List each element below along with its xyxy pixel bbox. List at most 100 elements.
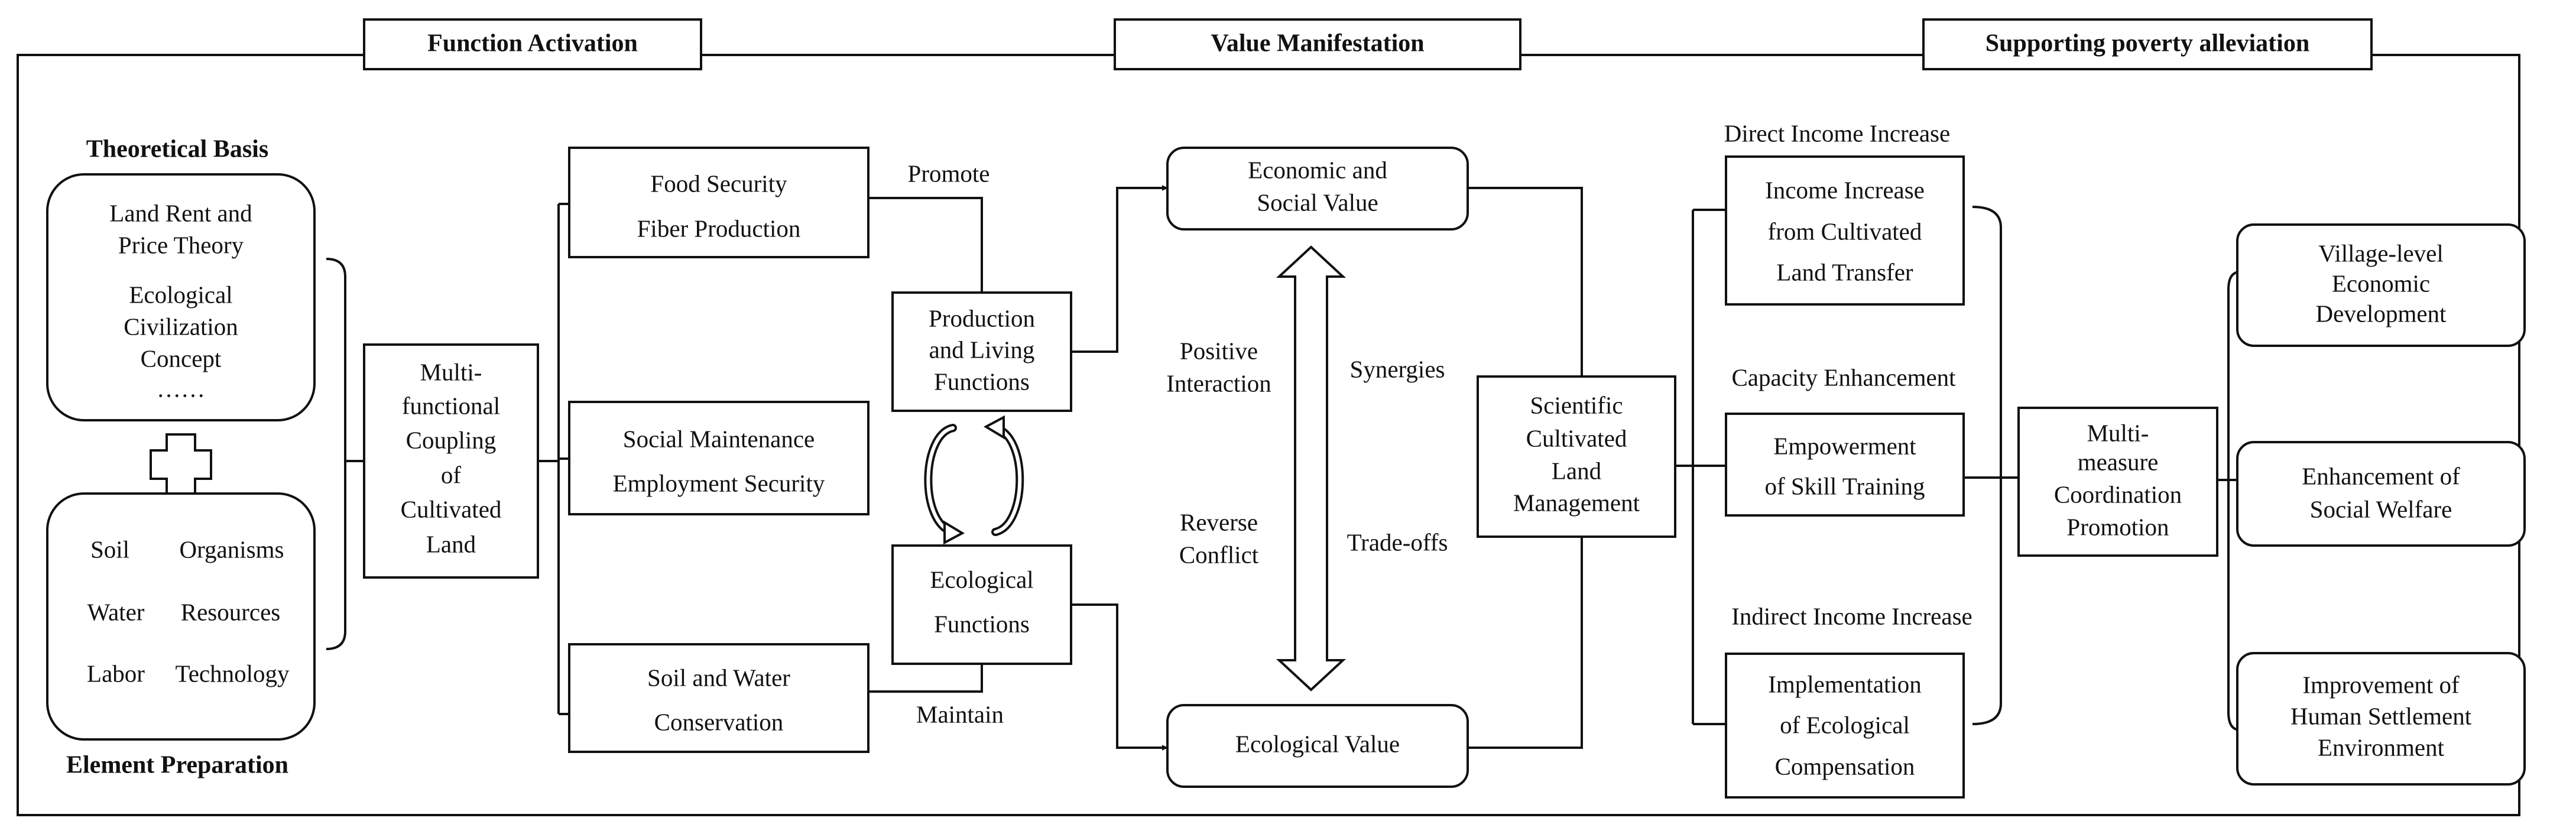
skill-training-box: Empowerment of Skill Training <box>1725 413 1965 517</box>
land-management-box: Scientific Cultivated Land Management <box>1477 375 1676 538</box>
village-development-line: Development <box>2316 300 2447 327</box>
coordination-line: measure <box>2078 448 2159 475</box>
land-transfer-line: Income Increase <box>1765 176 1925 203</box>
production-living-line: Production <box>929 304 1035 332</box>
header-value-manifestation: Value Manifestation <box>1114 18 1521 70</box>
theory-line: Price Theory <box>118 231 244 258</box>
production-living-box: Production and Living Functions <box>891 291 1072 412</box>
promote-connector <box>868 197 983 293</box>
positive-interaction-line: Positive <box>1180 337 1258 364</box>
soil-water-line: Soil and Water <box>647 664 790 691</box>
theory-line: Civilization <box>124 313 238 340</box>
ecological-functions-line: Ecological <box>930 566 1033 593</box>
direct-income-title: Direct Income Increase <box>1724 119 1950 147</box>
social-welfare-line: Social Welfare <box>2310 495 2452 523</box>
coordination-line: Multi- <box>2087 419 2149 446</box>
ecological-compensation-line: of Ecological <box>1780 711 1910 738</box>
village-development-box: Village-level Economic Development <box>2236 223 2526 347</box>
coordination-line: Promotion <box>2066 513 2169 540</box>
human-settlement-line: Improvement of <box>2302 671 2460 698</box>
indirect-income-title: Indirect Income Increase <box>1731 602 1972 629</box>
ecological-compensation-line: Implementation <box>1768 670 1922 697</box>
village-development-line: Village-level <box>2318 239 2444 267</box>
production-living-line: and Living <box>929 336 1035 363</box>
element-item: Technology <box>176 660 290 687</box>
food-security-line: Food Security <box>650 170 787 197</box>
header-function-activation: Function Activation <box>363 18 702 70</box>
food-security-line: Fiber Production <box>637 215 801 242</box>
food-security-box: Food Security Fiber Production <box>568 147 870 258</box>
ecological-functions-box: Ecological Functions <box>891 544 1072 665</box>
ecological-compensation-box: Implementation of Ecological Compensatio… <box>1725 653 1965 799</box>
coupling-line: functional <box>402 392 500 419</box>
coupling-line: Cultivated <box>401 495 502 523</box>
synergies-label: Synergies <box>1350 355 1445 382</box>
social-maintenance-box: Social Maintenance Employment Security <box>568 401 870 515</box>
land-management-line: Land <box>1552 457 1601 484</box>
element-item: Soil <box>90 536 129 563</box>
header-value-manifestation-label: Value Manifestation <box>1211 30 1424 57</box>
economic-social-value-line: Social Value <box>1257 189 1378 216</box>
coupling-line: Multi- <box>420 358 482 385</box>
skill-training-line: Empowerment <box>1773 432 1916 459</box>
arrow-to-ecological-value <box>1071 603 1168 751</box>
human-settlement-line: Environment <box>2318 734 2445 761</box>
land-management-line: Cultivated <box>1526 424 1627 452</box>
social-maintenance-line: Employment Security <box>613 469 825 496</box>
soil-water-line: Conservation <box>654 708 784 735</box>
header-function-activation-label: Function Activation <box>427 30 638 57</box>
land-transfer-line: from Cultivated <box>1768 218 1922 245</box>
skill-training-line: of Skill Training <box>1764 472 1925 499</box>
production-living-line: Functions <box>934 368 1030 395</box>
element-item: Organisms <box>180 536 284 563</box>
element-item: Labor <box>87 660 145 687</box>
theory-line: Land Rent and <box>109 199 252 226</box>
theory-box: Land Rent and Price Theory Ecological Ci… <box>46 173 316 421</box>
element-item: Resources <box>181 598 281 625</box>
element-item: Water <box>87 598 145 625</box>
positive-interaction-line: Interaction <box>1166 369 1271 397</box>
header-supporting-poverty-alleviation: Supporting poverty alleviation <box>1922 18 2373 70</box>
social-welfare-line: Enhancement of <box>2302 462 2460 489</box>
human-settlement-line: Human Settlement <box>2291 702 2472 729</box>
coupling-line: Land <box>426 530 476 557</box>
header-supporting-label: Supporting poverty alleviation <box>1985 30 2309 57</box>
income-brace <box>1972 206 2002 725</box>
land-management-line: Scientific <box>1530 391 1623 418</box>
coupling-box: Multi- functional Coupling of Cultivated… <box>363 343 539 579</box>
element-box: Soil Organisms Water Resources Labor Tec… <box>46 492 316 741</box>
theory-line: …… <box>157 375 205 402</box>
reverse-conflict-line: Conflict <box>1179 541 1259 568</box>
human-settlement-box: Improvement of Human Settlement Environm… <box>2236 652 2526 786</box>
plus-icon <box>150 433 212 496</box>
theory-line: Ecological <box>129 281 232 308</box>
theory-line: Concept <box>141 345 222 372</box>
circular-arrows-icon <box>924 415 1024 545</box>
maintain-connector <box>868 664 983 693</box>
arrow-to-economic-value <box>1071 185 1168 353</box>
capacity-enhancement-title: Capacity Enhancement <box>1731 364 1956 391</box>
connector <box>538 203 569 715</box>
coordination-line: Coordination <box>2054 481 2182 508</box>
coupling-line: of <box>441 461 462 488</box>
connector <box>1675 209 1726 725</box>
soil-water-box: Soil and Water Conservation <box>568 643 870 753</box>
left-brace <box>326 258 346 650</box>
tradeoffs-label: Trade-offs <box>1347 528 1448 556</box>
maintain-label: Maintain <box>916 700 1004 728</box>
village-development-line: Economic <box>2332 270 2430 297</box>
economic-social-value-line: Economic and <box>1248 156 1387 183</box>
ecological-compensation-line: Compensation <box>1775 752 1915 780</box>
coupling-line: Coupling <box>406 426 497 453</box>
promote-label: Promote <box>908 160 990 187</box>
social-welfare-box: Enhancement of Social Welfare <box>2236 441 2526 547</box>
element-preparation-title: Element Preparation <box>66 752 288 779</box>
coordination-box: Multi- measure Coordination Promotion <box>2017 407 2218 557</box>
economic-social-value-box: Economic and Social Value <box>1166 147 1469 231</box>
ecological-functions-line: Functions <box>934 610 1030 637</box>
cultivated-land-transfer-box: Income Increase from Cultivated Land Tra… <box>1725 155 1965 306</box>
land-transfer-line: Land Transfer <box>1776 258 1913 285</box>
double-headed-arrow-icon <box>1276 245 1347 692</box>
ecological-value-box: Ecological Value <box>1166 704 1469 788</box>
